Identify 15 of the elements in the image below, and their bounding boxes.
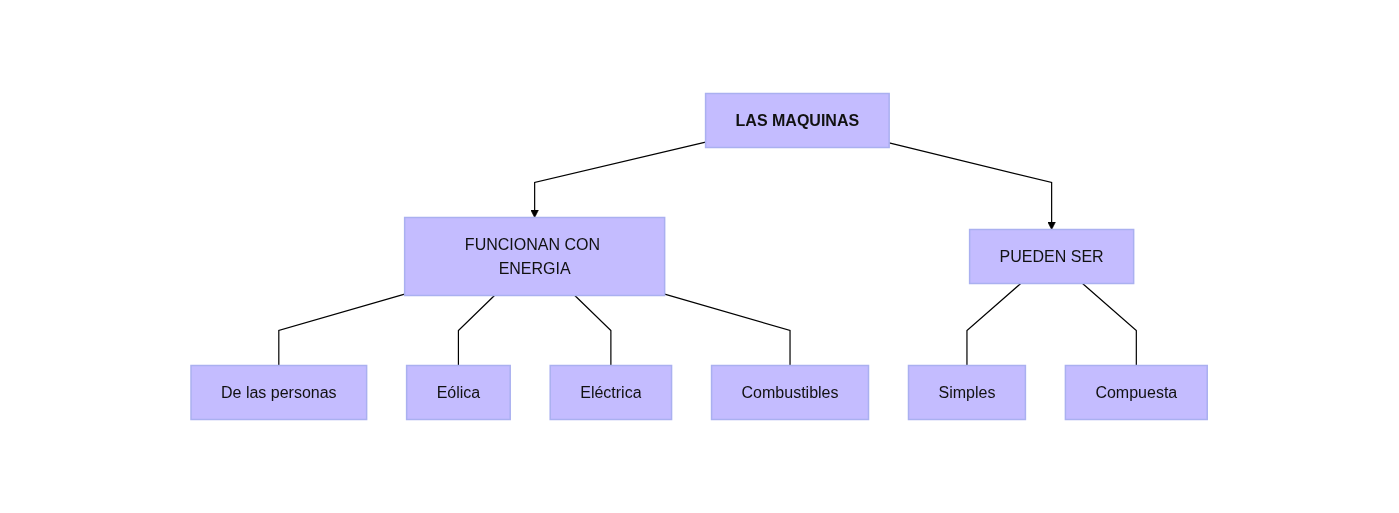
- node-box: Combustibles: [711, 364, 870, 421]
- connector: [664, 293, 791, 367]
- connector: [458, 294, 496, 367]
- node-box: Eléctrica: [549, 364, 673, 421]
- node-box: PUEDEN SER: [969, 228, 1135, 285]
- node-box: Simples: [908, 364, 1027, 421]
- node-box: LAS MAQUINAS: [705, 92, 891, 149]
- connector: [1082, 282, 1138, 367]
- node-box: FUNCIONAN CON ENERGIA: [404, 216, 666, 297]
- connector: [574, 294, 612, 367]
- node-box: Eólica: [406, 364, 512, 421]
- node-box: De las personas: [190, 364, 368, 421]
- connector: [966, 282, 1022, 367]
- node-box: Compuesta: [1065, 364, 1209, 421]
- connector: [278, 293, 406, 367]
